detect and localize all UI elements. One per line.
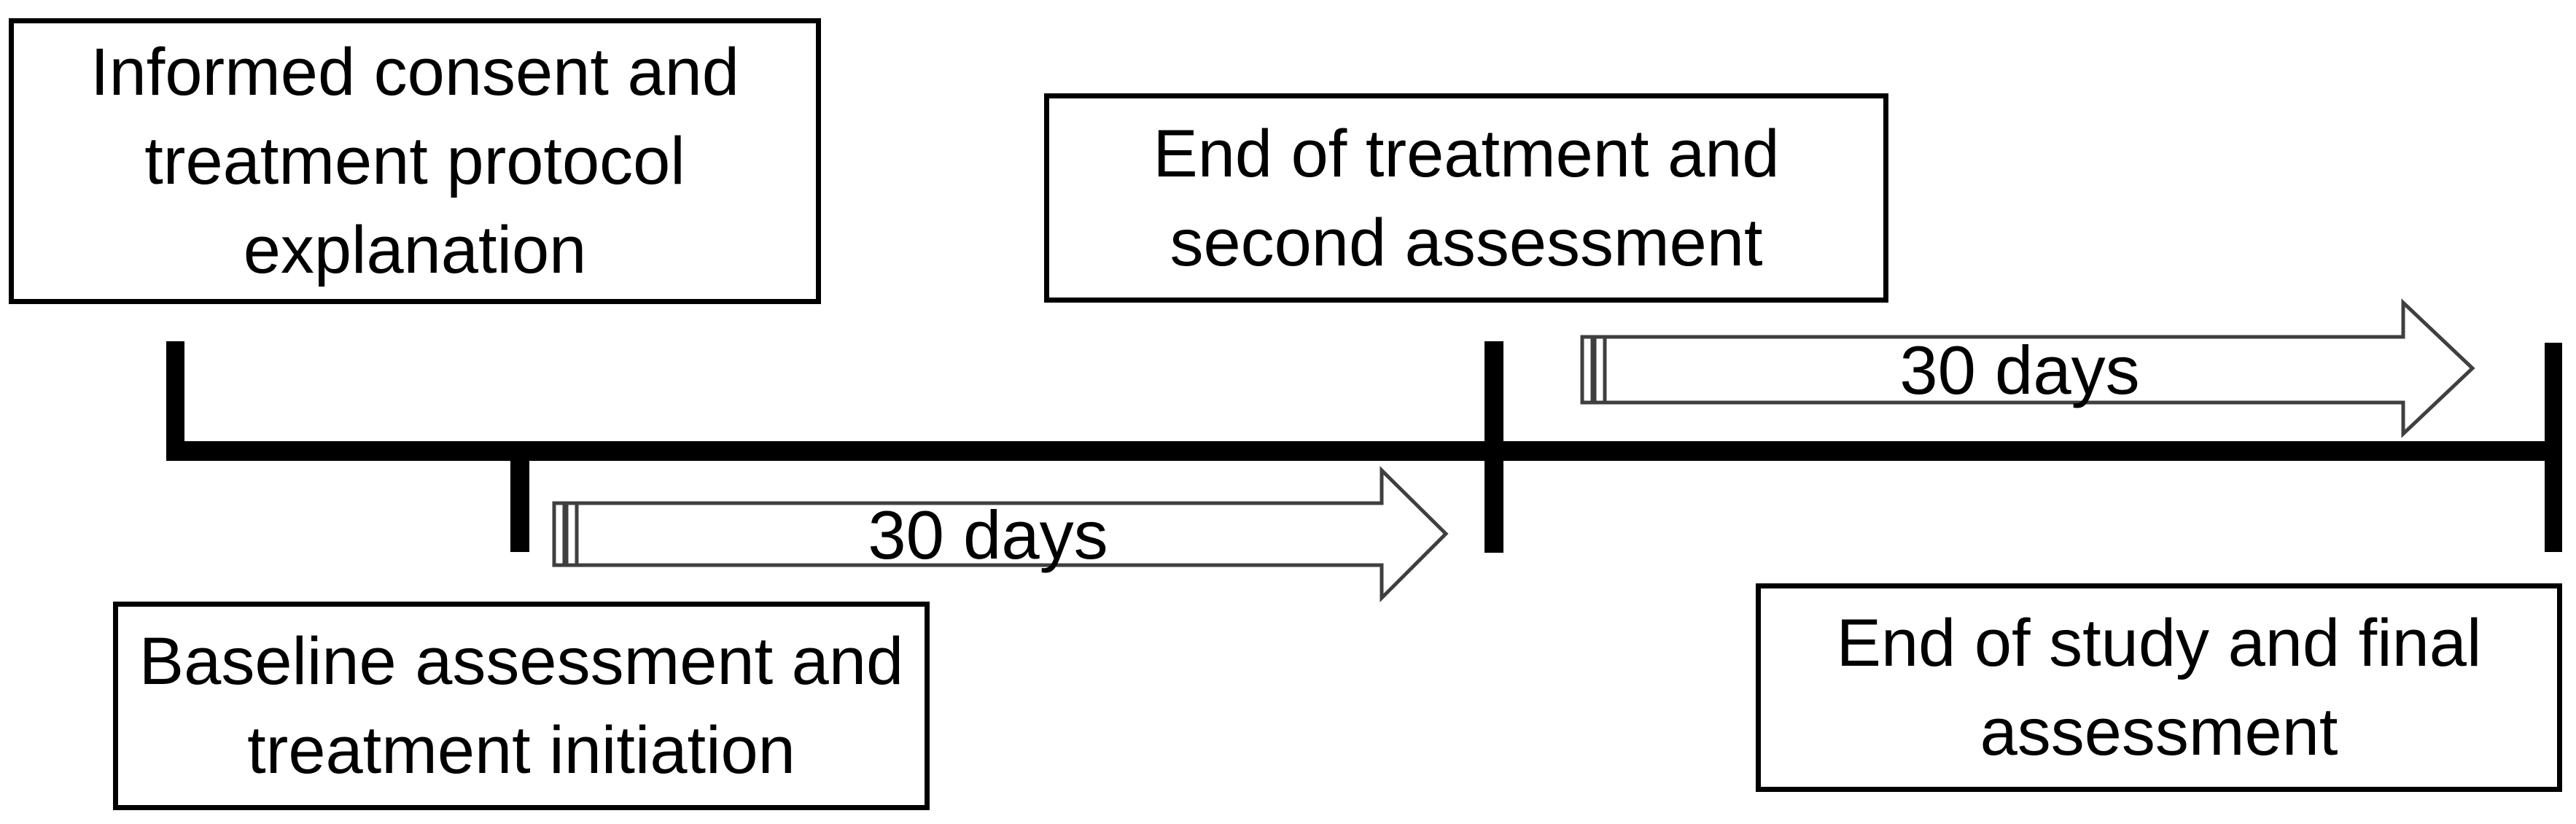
box-informed-consent-line2: treatment protocol <box>144 124 685 198</box>
timeline-tick-end-of-treatment <box>1484 341 1503 553</box>
box-informed-consent-line1: Informed consent and <box>90 35 739 109</box>
treatment-period-arrow: 30 days <box>552 466 1449 603</box>
box-end-of-study-line2: assessment <box>1980 695 2338 769</box>
box-end-of-study-line1: End of study and final <box>1836 606 2482 680</box>
follow-up-period-arrow: 30 days <box>1580 298 2475 438</box>
box-informed-consent: Informed consent and treatment protocol … <box>9 18 821 304</box>
box-baseline-assessment: Baseline assessment and treatment initia… <box>113 602 930 810</box>
box-end-of-treatment-line2: second assessment <box>1170 205 1763 280</box>
box-baseline-assessment-line1: Baseline assessment and <box>139 624 904 699</box>
timeline-tick-baseline <box>510 442 529 552</box>
timeline-tick-start <box>166 341 184 461</box>
timeline-bar <box>166 441 2562 461</box>
right-arrow-shape <box>575 466 1449 603</box>
right-arrow-shape <box>1603 298 2475 438</box>
box-informed-consent-line3: explanation <box>243 213 587 287</box>
arrow-tail-stripe <box>552 501 567 567</box>
arrow-tail-stripe <box>1580 335 1595 405</box>
box-end-of-treatment-line1: End of treatment and <box>1153 116 1780 191</box>
box-end-of-study: End of study and final assessment <box>1756 583 2562 792</box>
timeline-tick-end-of-study <box>2545 343 2562 552</box>
treatment-period-label: 30 days <box>868 497 1108 573</box>
follow-up-period-label: 30 days <box>1899 332 2139 408</box>
box-baseline-assessment-line2: treatment initiation <box>247 713 795 788</box>
box-end-of-treatment: End of treatment and second assessment <box>1044 93 1888 303</box>
